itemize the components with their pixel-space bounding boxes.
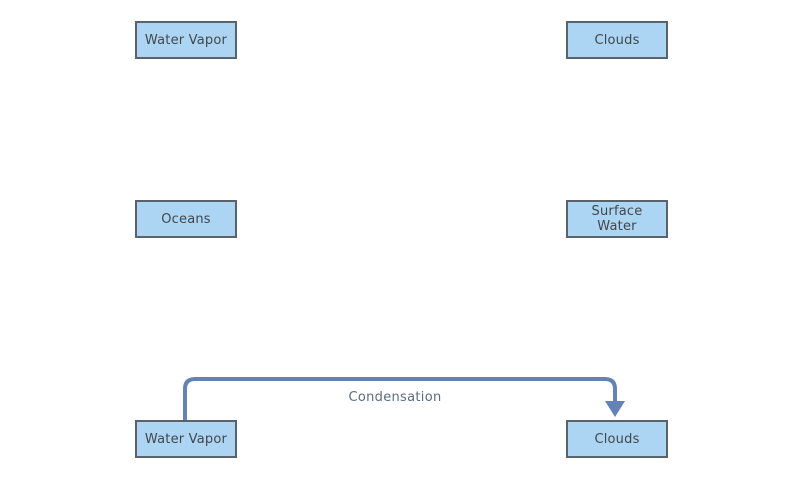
- node-water-vapor-bottom[interactable]: Water Vapor: [135, 420, 237, 458]
- node-label: Oceans: [161, 211, 211, 227]
- node-label: Water Vapor: [144, 32, 228, 48]
- node-surface-water[interactable]: Surface Water: [566, 200, 668, 238]
- node-clouds-top[interactable]: Clouds: [566, 21, 668, 59]
- node-clouds-bottom[interactable]: Clouds: [566, 420, 668, 458]
- node-label: Surface Water: [591, 204, 643, 234]
- node-label: Water Vapor: [144, 431, 228, 447]
- node-label: Clouds: [594, 431, 640, 447]
- node-water-vapor-top[interactable]: Water Vapor: [135, 21, 237, 59]
- connector-label-condensation: Condensation: [348, 390, 442, 405]
- node-label: Clouds: [594, 32, 640, 48]
- arrow-head: [605, 401, 625, 417]
- node-oceans[interactable]: Oceans: [135, 200, 237, 238]
